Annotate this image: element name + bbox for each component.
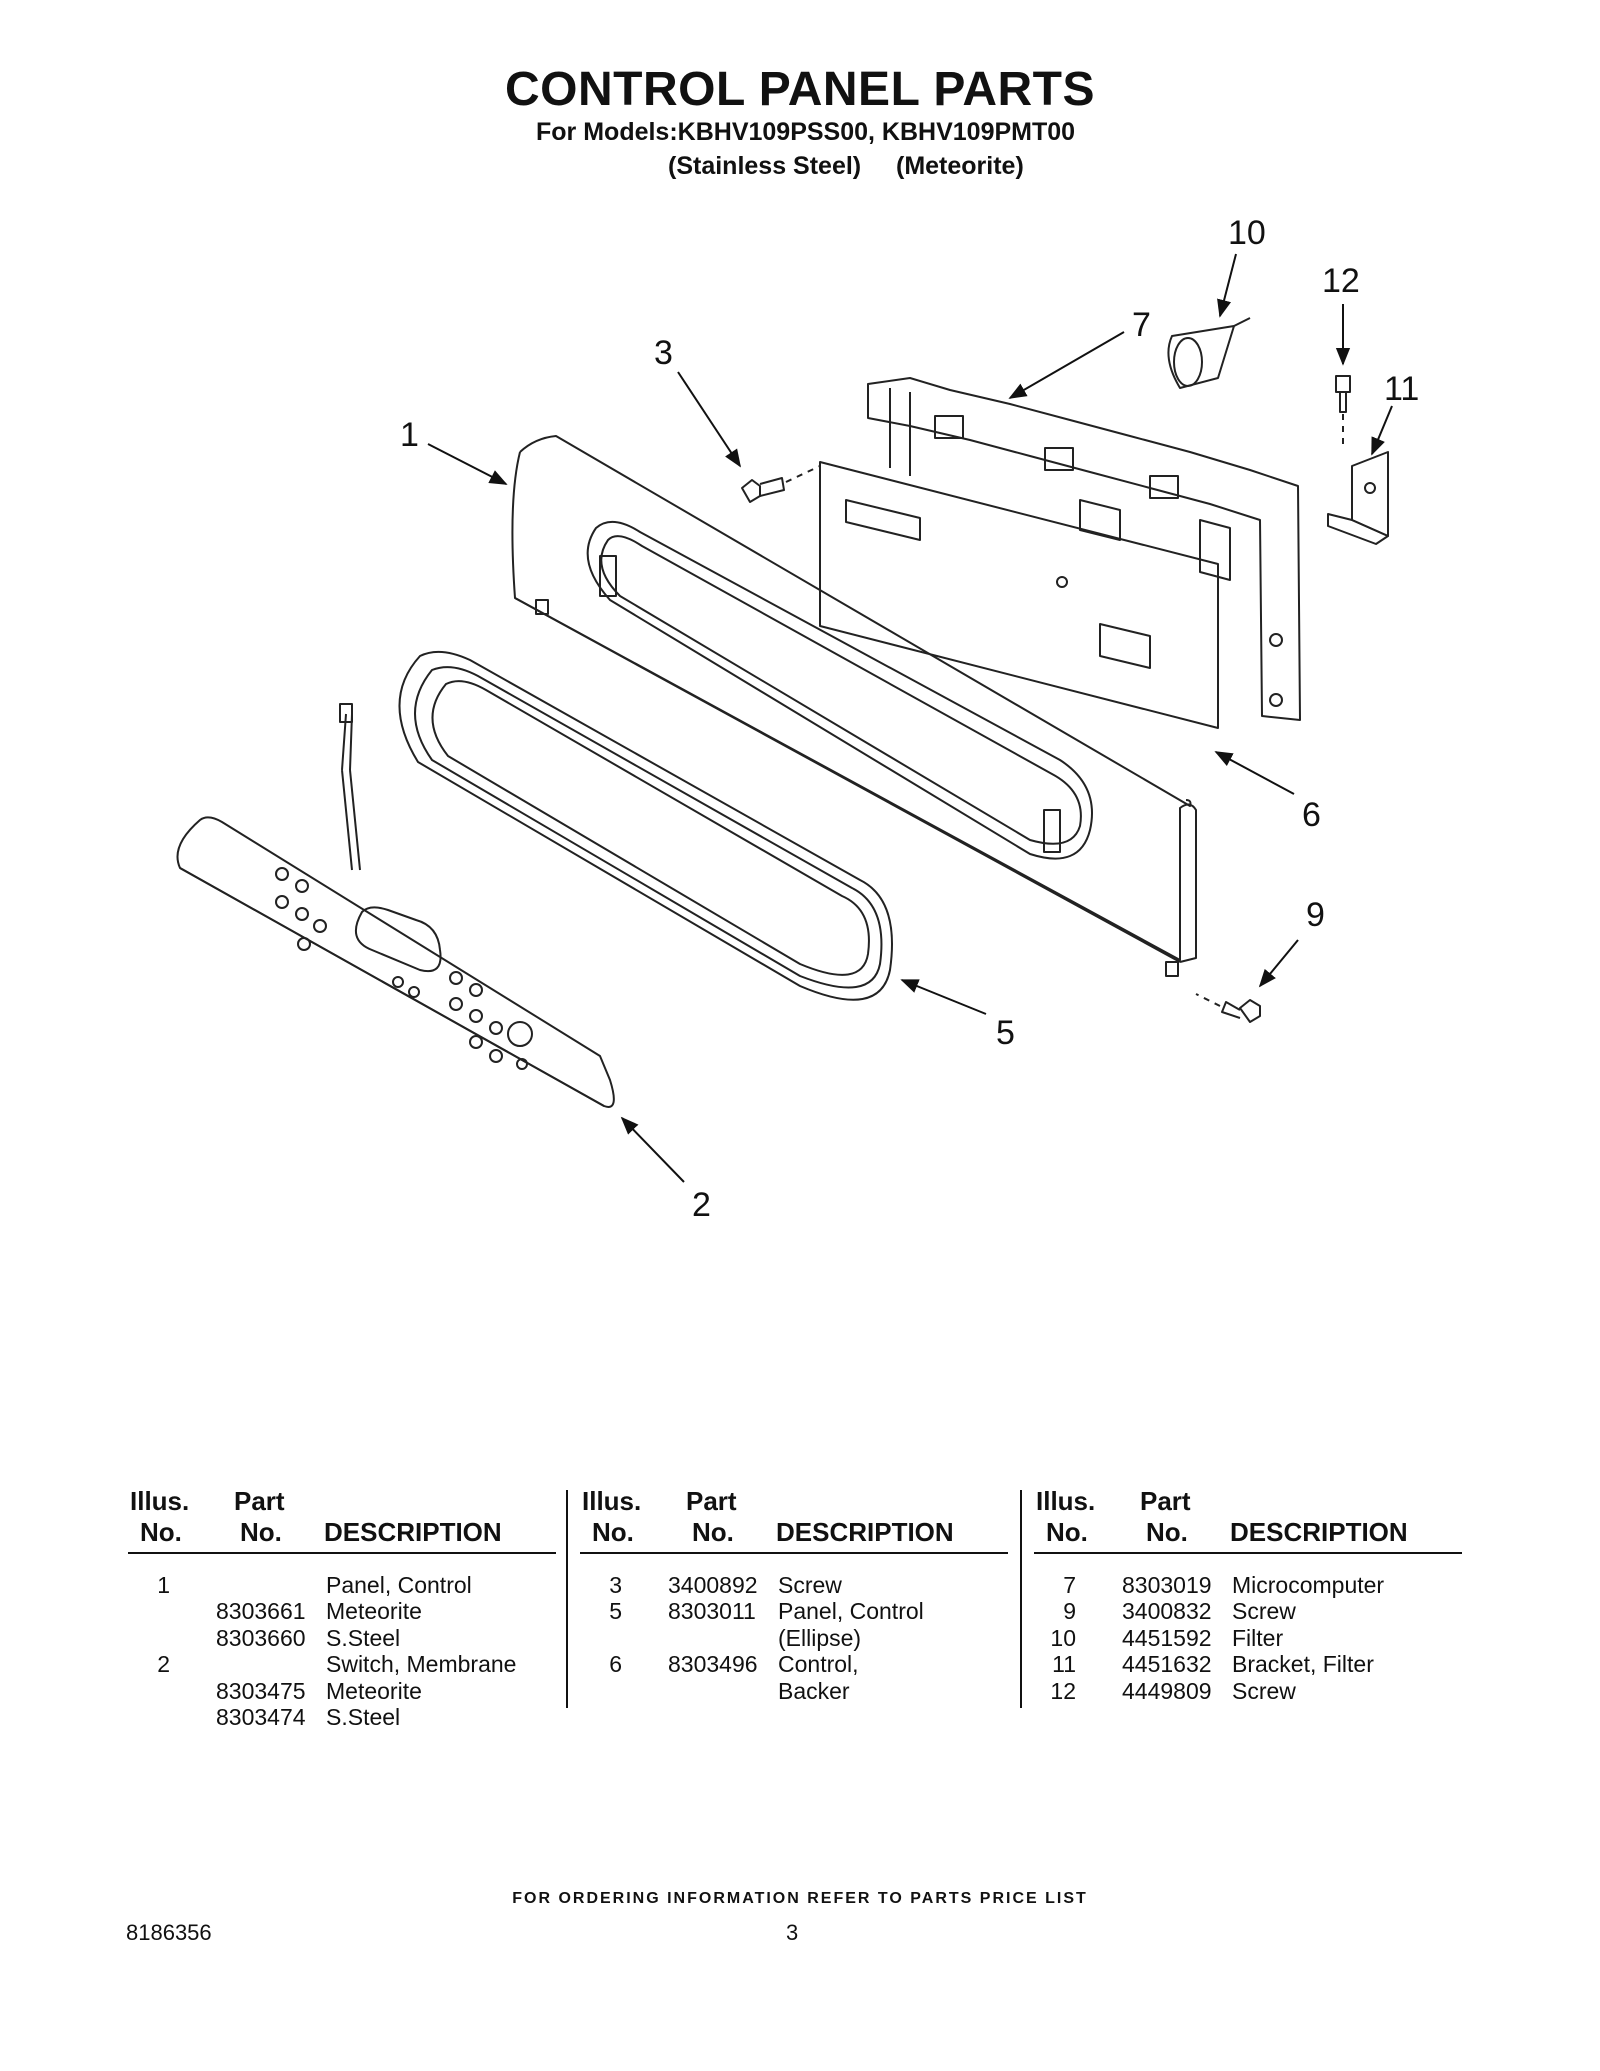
header-illus: Illus. — [130, 1486, 190, 1516]
callout-12: 12 — [1322, 262, 1360, 300]
column-divider — [1020, 1490, 1022, 1708]
page-title: CONTROL PANEL PARTS — [505, 63, 1095, 116]
ordering-note: FOR ORDERING INFORMATION REFER TO PARTS … — [512, 1890, 1088, 1907]
table-cell-part: 8303496 — [668, 1651, 758, 1678]
callout-10: 10 — [1228, 214, 1266, 252]
screw-9 — [1195, 993, 1261, 1023]
callout-6: 6 — [1302, 796, 1321, 834]
table-cell-part: 3400892 — [668, 1572, 758, 1598]
table-cell-description: S.Steel — [326, 1624, 401, 1651]
table-cell-description: Screw — [778, 1572, 842, 1598]
header-rule — [1034, 1552, 1462, 1554]
table-cell-illus: 10 — [1050, 1624, 1076, 1651]
table-cell-part: 4451592 — [1122, 1624, 1212, 1651]
header-description: DESCRIPTION — [776, 1517, 954, 1547]
finish-meteorite: (Meteorite) — [896, 152, 1024, 180]
table-cell-description: Panel, Control — [326, 1572, 472, 1598]
header-illus: Illus. — [582, 1486, 642, 1516]
header-part: Part — [1140, 1486, 1191, 1516]
table-cell-part: 8303475 — [216, 1677, 306, 1704]
table-cell-description: Screw — [1232, 1677, 1296, 1704]
table-cell-description: Meteorite — [326, 1677, 422, 1704]
callout-11: 11 — [1384, 370, 1419, 408]
table-cell-illus: 3 — [609, 1572, 622, 1598]
leader-3 — [677, 371, 741, 468]
header-part: Part — [234, 1486, 285, 1516]
exploded-parts-diagram: 1 2 3 5 6 7 9 10 11 12 — [176, 214, 1419, 1224]
table-cell-part: 8303660 — [216, 1624, 306, 1651]
leader-2 — [620, 1116, 685, 1183]
table-cell-description: Bracket, Filter — [1232, 1651, 1374, 1678]
leader-11 — [1371, 405, 1393, 456]
leader-6 — [1214, 751, 1295, 795]
table-cell-illus: 5 — [609, 1598, 622, 1625]
header-rule — [580, 1552, 1008, 1554]
table-cell-description: Panel, Control — [778, 1598, 924, 1625]
leader-1 — [427, 443, 508, 485]
table-cell-part: 8303661 — [216, 1598, 306, 1625]
header-rule — [128, 1552, 556, 1554]
callout-3: 3 — [654, 334, 673, 372]
header-part-no: No. — [240, 1517, 282, 1547]
page-number: 3 — [786, 1920, 799, 1945]
callout-2: 2 — [692, 1186, 711, 1224]
table-cell-description: Microcomputer — [1232, 1572, 1385, 1598]
column-divider — [566, 1490, 568, 1708]
table-cell-illus: 2 — [157, 1651, 170, 1678]
table-cell-description: Filter — [1232, 1624, 1284, 1651]
callout-9: 9 — [1306, 896, 1325, 934]
models-line: For Models:KBHV109PSS00, KBHV109PMT00 — [536, 118, 1076, 146]
microcomputer-housing — [867, 377, 1301, 721]
table-cell-part: 4451632 — [1122, 1651, 1212, 1678]
table-cell-part: 8303474 — [216, 1704, 306, 1730]
table-cell-description: Switch, Membrane — [326, 1651, 517, 1678]
callout-5: 5 — [996, 1014, 1015, 1052]
table-cell-description: Screw — [1232, 1598, 1296, 1625]
table-cell-description: Backer — [778, 1677, 850, 1704]
table-cell-illus: 7 — [1063, 1572, 1076, 1598]
header-description: DESCRIPTION — [1230, 1517, 1408, 1547]
table-cell-part: 4449809 — [1122, 1677, 1212, 1704]
membrane-switch — [176, 703, 615, 1108]
table-cell-part: 3400832 — [1122, 1598, 1212, 1625]
table-cell-description: (Ellipse) — [778, 1624, 862, 1651]
header-description: DESCRIPTION — [324, 1517, 502, 1547]
filter-bracket — [1327, 451, 1389, 545]
document-number: 8186356 — [126, 1920, 212, 1945]
table-cell-part: 8303011 — [668, 1598, 756, 1625]
screw-3 — [741, 465, 821, 503]
table-cell-illus: 6 — [609, 1651, 622, 1678]
leader-7 — [1008, 331, 1125, 399]
control-panel-ellipse — [398, 650, 893, 1001]
header-part-no: No. — [1146, 1517, 1188, 1547]
table-cell-illus: 1 — [157, 1572, 170, 1598]
table-cell-part: 8303019 — [1122, 1572, 1212, 1598]
table-cell-description: Meteorite — [326, 1598, 422, 1625]
header-illus-no: No. — [1046, 1517, 1088, 1547]
table-cell-illus: 12 — [1050, 1677, 1076, 1704]
header-part: Part — [686, 1486, 737, 1516]
header-part-no: No. — [692, 1517, 734, 1547]
leader-9 — [1258, 939, 1299, 988]
table-cell-illus: 9 — [1063, 1598, 1076, 1625]
table-cell-description: Control, — [778, 1651, 859, 1678]
leader-10 — [1217, 253, 1237, 318]
callout-1: 1 — [400, 416, 419, 454]
leader-5 — [900, 979, 987, 1015]
screw-12 — [1335, 375, 1351, 448]
control-backer — [819, 461, 1219, 729]
control-panel-front — [511, 435, 1197, 977]
header-illus-no: No. — [140, 1517, 182, 1547]
callout-7: 7 — [1132, 306, 1151, 344]
table-cell-illus: 11 — [1052, 1651, 1076, 1678]
filter — [1167, 317, 1251, 389]
header-illus: Illus. — [1036, 1486, 1096, 1516]
header-illus-no: No. — [592, 1517, 634, 1547]
finish-stainless: (Stainless Steel) — [668, 152, 862, 180]
table-cell-description: S.Steel — [326, 1704, 401, 1730]
